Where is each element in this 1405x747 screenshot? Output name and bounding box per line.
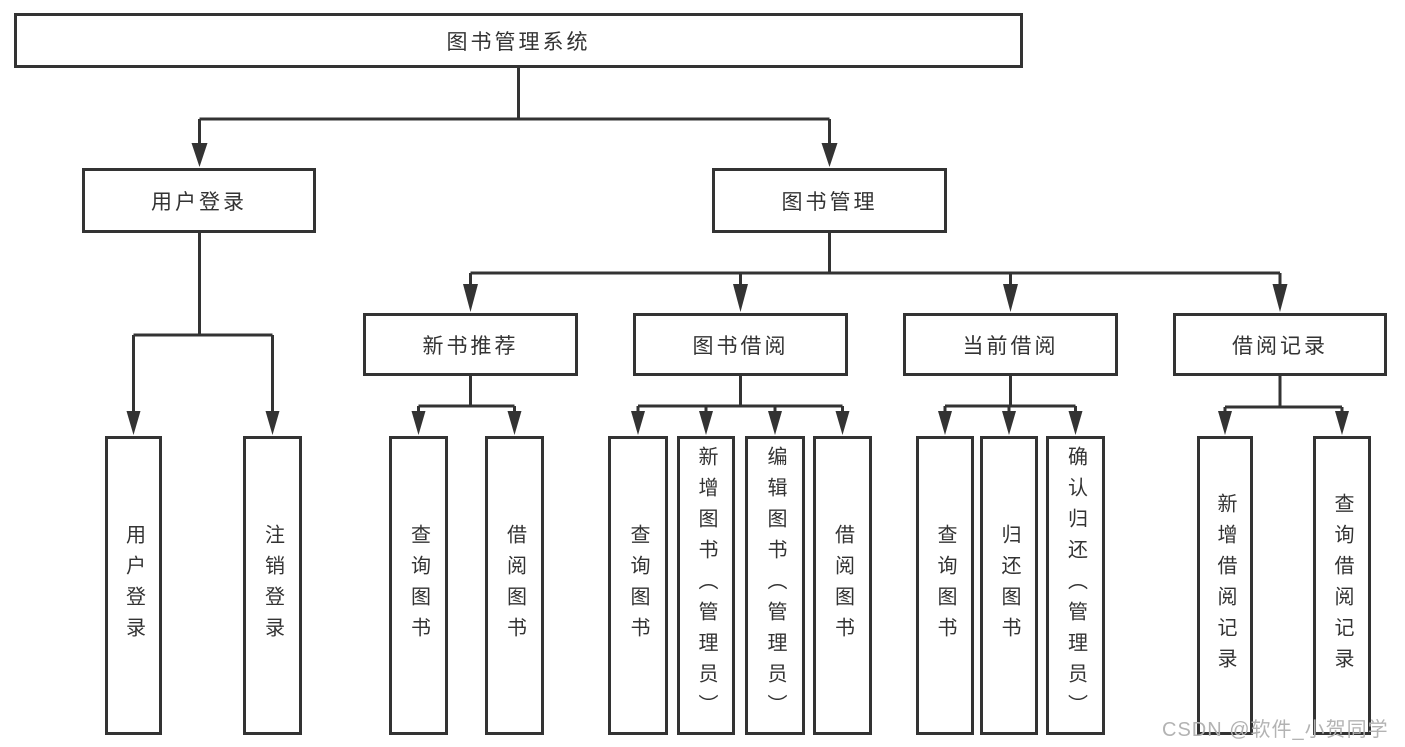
arrow-down-icon bbox=[411, 411, 426, 435]
leaf-bb-edit-books-admin-label: 编辑图书（管理员） bbox=[764, 446, 786, 725]
connector-book-management-to-level3 bbox=[463, 233, 1288, 312]
arrow-down-icon bbox=[821, 143, 838, 167]
leaf-logout: 注销登录 bbox=[243, 436, 302, 735]
connector-book-borrowing-to-leaves bbox=[631, 376, 850, 435]
leaf-nb-query-books-label: 查询图书 bbox=[407, 523, 430, 648]
arrow-down-icon bbox=[699, 411, 713, 435]
arrow-down-icon bbox=[733, 284, 748, 312]
node-book-borrowing: 图书借阅 bbox=[633, 313, 848, 376]
leaf-bb-query-books-label: 查询图书 bbox=[627, 523, 649, 648]
arrow-down-icon bbox=[1218, 411, 1232, 435]
arrow-down-icon bbox=[1068, 411, 1083, 435]
node-book-management: 图书管理 bbox=[712, 168, 947, 233]
leaf-cb-query-books: 查询图书 bbox=[916, 436, 974, 735]
leaf-br-add-record-label: 新增借阅记录 bbox=[1214, 492, 1236, 679]
arrow-down-icon bbox=[835, 411, 850, 435]
connector-borrow-records-to-leaves bbox=[1218, 376, 1349, 435]
arrow-down-icon bbox=[1003, 284, 1018, 312]
leaf-cb-query-books-label: 查询图书 bbox=[934, 523, 956, 648]
node-book-management-label: 图书管理 bbox=[781, 190, 878, 214]
node-new-book-recommend: 新书推荐 bbox=[363, 313, 578, 376]
node-current-borrowing-label: 当前借阅 bbox=[962, 334, 1059, 358]
arrow-down-icon bbox=[768, 411, 782, 435]
arrow-down-icon bbox=[463, 284, 478, 312]
leaf-cb-confirm-return-admin-label: 确认归还（管理员） bbox=[1064, 446, 1087, 725]
arrow-down-icon bbox=[126, 411, 141, 435]
leaf-br-query-record: 查询借阅记录 bbox=[1313, 436, 1371, 735]
arrow-down-icon bbox=[191, 143, 208, 167]
leaf-cb-return-books: 归还图书 bbox=[980, 436, 1038, 735]
node-root: 图书管理系统 bbox=[14, 13, 1023, 68]
leaf-user-login: 用户登录 bbox=[105, 436, 162, 735]
leaf-cb-return-books-label: 归还图书 bbox=[998, 523, 1020, 648]
arrow-down-icon bbox=[1272, 284, 1288, 312]
leaf-cb-confirm-return-admin: 确认归还（管理员） bbox=[1046, 436, 1105, 735]
leaf-bb-add-books-admin-label: 新增图书（管理员） bbox=[695, 446, 717, 725]
node-user-login: 用户登录 bbox=[82, 168, 316, 233]
leaf-nb-borrow-books-label: 借阅图书 bbox=[503, 523, 526, 648]
connector-user-login-to-leaves bbox=[126, 233, 280, 435]
leaf-br-query-record-label: 查询借阅记录 bbox=[1331, 492, 1353, 679]
arrow-down-icon bbox=[1335, 411, 1349, 435]
csdn-watermark: CSDN @软件_小贺同学 bbox=[1162, 719, 1389, 741]
node-book-borrowing-label: 图书借阅 bbox=[692, 334, 789, 358]
connector-root-to-level2 bbox=[191, 68, 838, 167]
arrow-down-icon bbox=[631, 411, 645, 435]
node-current-borrowing: 当前借阅 bbox=[903, 313, 1118, 376]
leaf-nb-borrow-books: 借阅图书 bbox=[485, 436, 544, 735]
node-borrow-records-label: 借阅记录 bbox=[1232, 334, 1328, 358]
leaf-bb-query-books: 查询图书 bbox=[608, 436, 668, 735]
node-root-label: 图书管理系统 bbox=[446, 30, 591, 54]
leaf-bb-add-books-admin: 新增图书（管理员） bbox=[677, 436, 735, 735]
node-new-book-recommend-label: 新书推荐 bbox=[422, 334, 519, 358]
leaf-bb-borrow-books-label: 借阅图书 bbox=[831, 523, 854, 648]
leaf-bb-borrow-books: 借阅图书 bbox=[813, 436, 872, 735]
arrow-down-icon bbox=[1002, 411, 1016, 435]
connector-new-book-to-leaves bbox=[411, 376, 522, 435]
connector-current-borrowing-to-leaves bbox=[938, 376, 1083, 435]
node-borrow-records: 借阅记录 bbox=[1173, 313, 1387, 376]
arrow-down-icon bbox=[938, 411, 952, 435]
node-user-login-label: 用户登录 bbox=[151, 190, 247, 214]
arrow-down-icon bbox=[265, 411, 280, 435]
leaf-nb-query-books: 查询图书 bbox=[389, 436, 448, 735]
arrow-down-icon bbox=[507, 411, 522, 435]
leaf-bb-edit-books-admin: 编辑图书（管理员） bbox=[745, 436, 805, 735]
leaf-br-add-record: 新增借阅记录 bbox=[1197, 436, 1253, 735]
leaf-user-login-label: 用户登录 bbox=[122, 523, 145, 648]
leaf-logout-label: 注销登录 bbox=[261, 523, 284, 648]
